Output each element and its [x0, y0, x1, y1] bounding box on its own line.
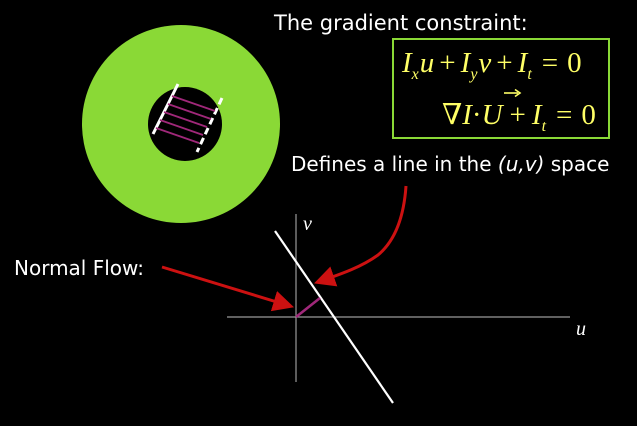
- line-caption: Defines a line in the (u,v) space: [291, 152, 609, 176]
- normal-flow-pointer-arrow: [161, 265, 295, 312]
- aperture-stripes: [151, 83, 224, 153]
- u-axis-label: u: [576, 318, 586, 340]
- equation-line-2: ∇I·U+It=0: [442, 99, 596, 135]
- vector-arrow-icon: [504, 88, 522, 98]
- v-axis-label: v: [303, 213, 312, 235]
- stripe-right: [195, 97, 224, 153]
- gradient-constraint-heading: The gradient constraint:: [273, 11, 528, 35]
- constraint-line: [274, 230, 394, 404]
- caption-pointer-arrow: [314, 185, 408, 287]
- normal-flow-label: Normal Flow:: [14, 256, 144, 280]
- motion-hatching: [155, 95, 216, 144]
- equation-box: [392, 38, 610, 139]
- equation-line-1: Ixu+Iyv+It=0: [401, 47, 582, 83]
- stripe-left: [151, 83, 180, 135]
- normal-flow-vector: [295, 296, 321, 319]
